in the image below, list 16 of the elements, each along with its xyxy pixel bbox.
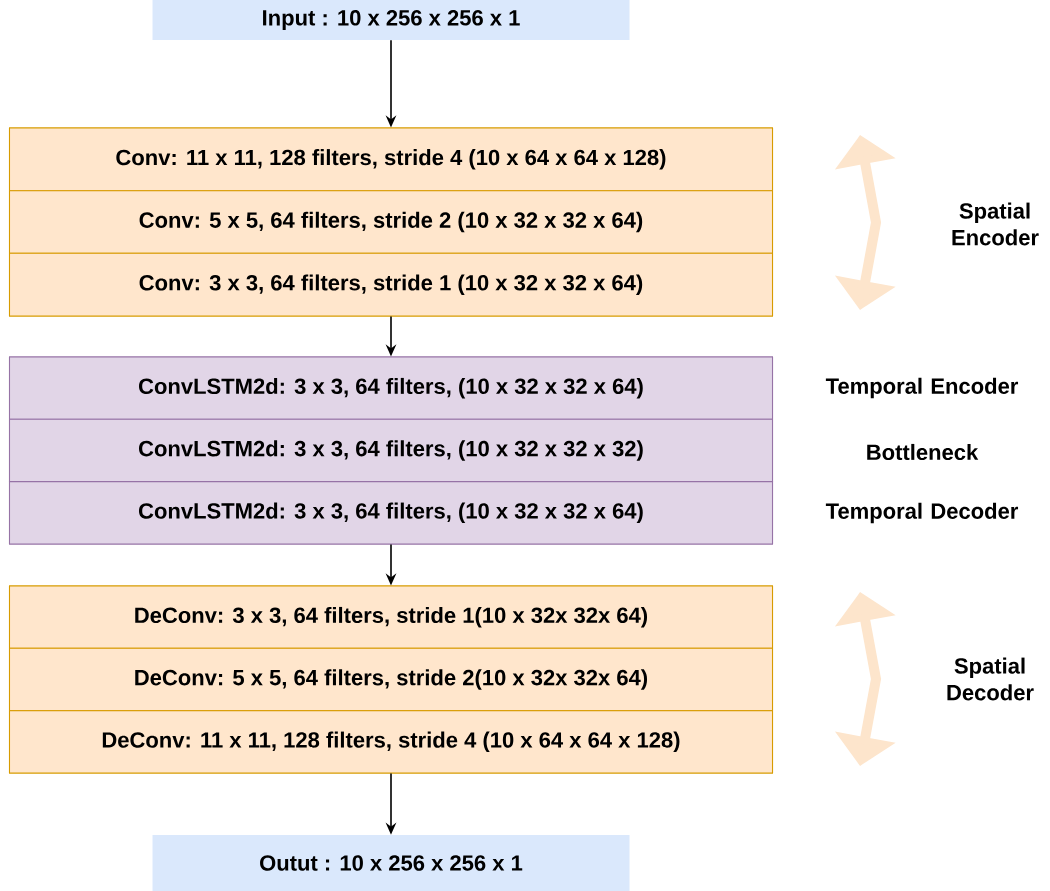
side-label: Spatial Encoder (952, 202, 1039, 246)
layer-box: Conv: 3 x 3, 64 filters, stride 1 (10 x 32 x 32 x 64) (8, 252, 774, 317)
io-box: Input : 10 x 256 x 256 x 1 (152, 0, 630, 40)
layer-box: ConvLSTM2d: 3 x 3, 64 filters, (10 x 32 x 32 x 64) (8, 356, 774, 420)
side-label: Temporal Decoder (825, 502, 1019, 524)
layer-box: DeConv: 3 x 3, 64 filters, stride 1(10 x 32x 32x 64) (8, 585, 774, 649)
layer-box: DeConv: 11 x 11, 128 filters, stride 4 (10 x 64 x 64 x 128) (8, 710, 774, 774)
side-label: Bottleneck (867, 443, 979, 461)
layer-box: ConvLSTM2d: 3 x 3, 64 filters, (10 x 32 x 32 x 64) (8, 481, 774, 545)
layer-box: Conv: 11 x 11, 128 filters, stride 4 (10 x 64 x 64 x 128) (8, 127, 774, 192)
side-label: Spatial Decoder (947, 657, 1034, 701)
side-label: Temporal Encoder (825, 377, 1019, 399)
layer-box: DeConv: 5 x 5, 64 filters, stride 2(10 x 32x 32x 64) (8, 647, 774, 712)
layer-box: ConvLSTM2d: 3 x 3, 64 filters, (10 x 32 x 32 x 32) (8, 418, 774, 483)
layer-box: Conv: 5 x 5, 64 filters, stride 2 (10 x 32 x 32 x 64) (8, 190, 774, 254)
io-box: Outut : 10 x 256 x 256 x 1 (152, 835, 630, 891)
